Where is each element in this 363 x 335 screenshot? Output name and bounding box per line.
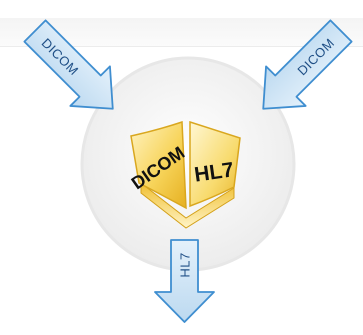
arrow-down-icon <box>154 239 215 323</box>
cube-base <box>140 181 235 229</box>
arrow-down-left-icon <box>262 19 353 110</box>
cube-icon: DICOM HL7 <box>128 120 241 229</box>
cube-right-face-label: HL7 <box>193 158 236 186</box>
hl7-outbound-arrow: HL7 <box>154 239 215 323</box>
cube-left-face <box>130 120 187 210</box>
bottom-arrow-label: HL7 <box>178 252 193 277</box>
arrow-down-right-icon <box>23 19 114 110</box>
cube-right-face <box>189 120 241 208</box>
center-circle <box>80 56 296 272</box>
